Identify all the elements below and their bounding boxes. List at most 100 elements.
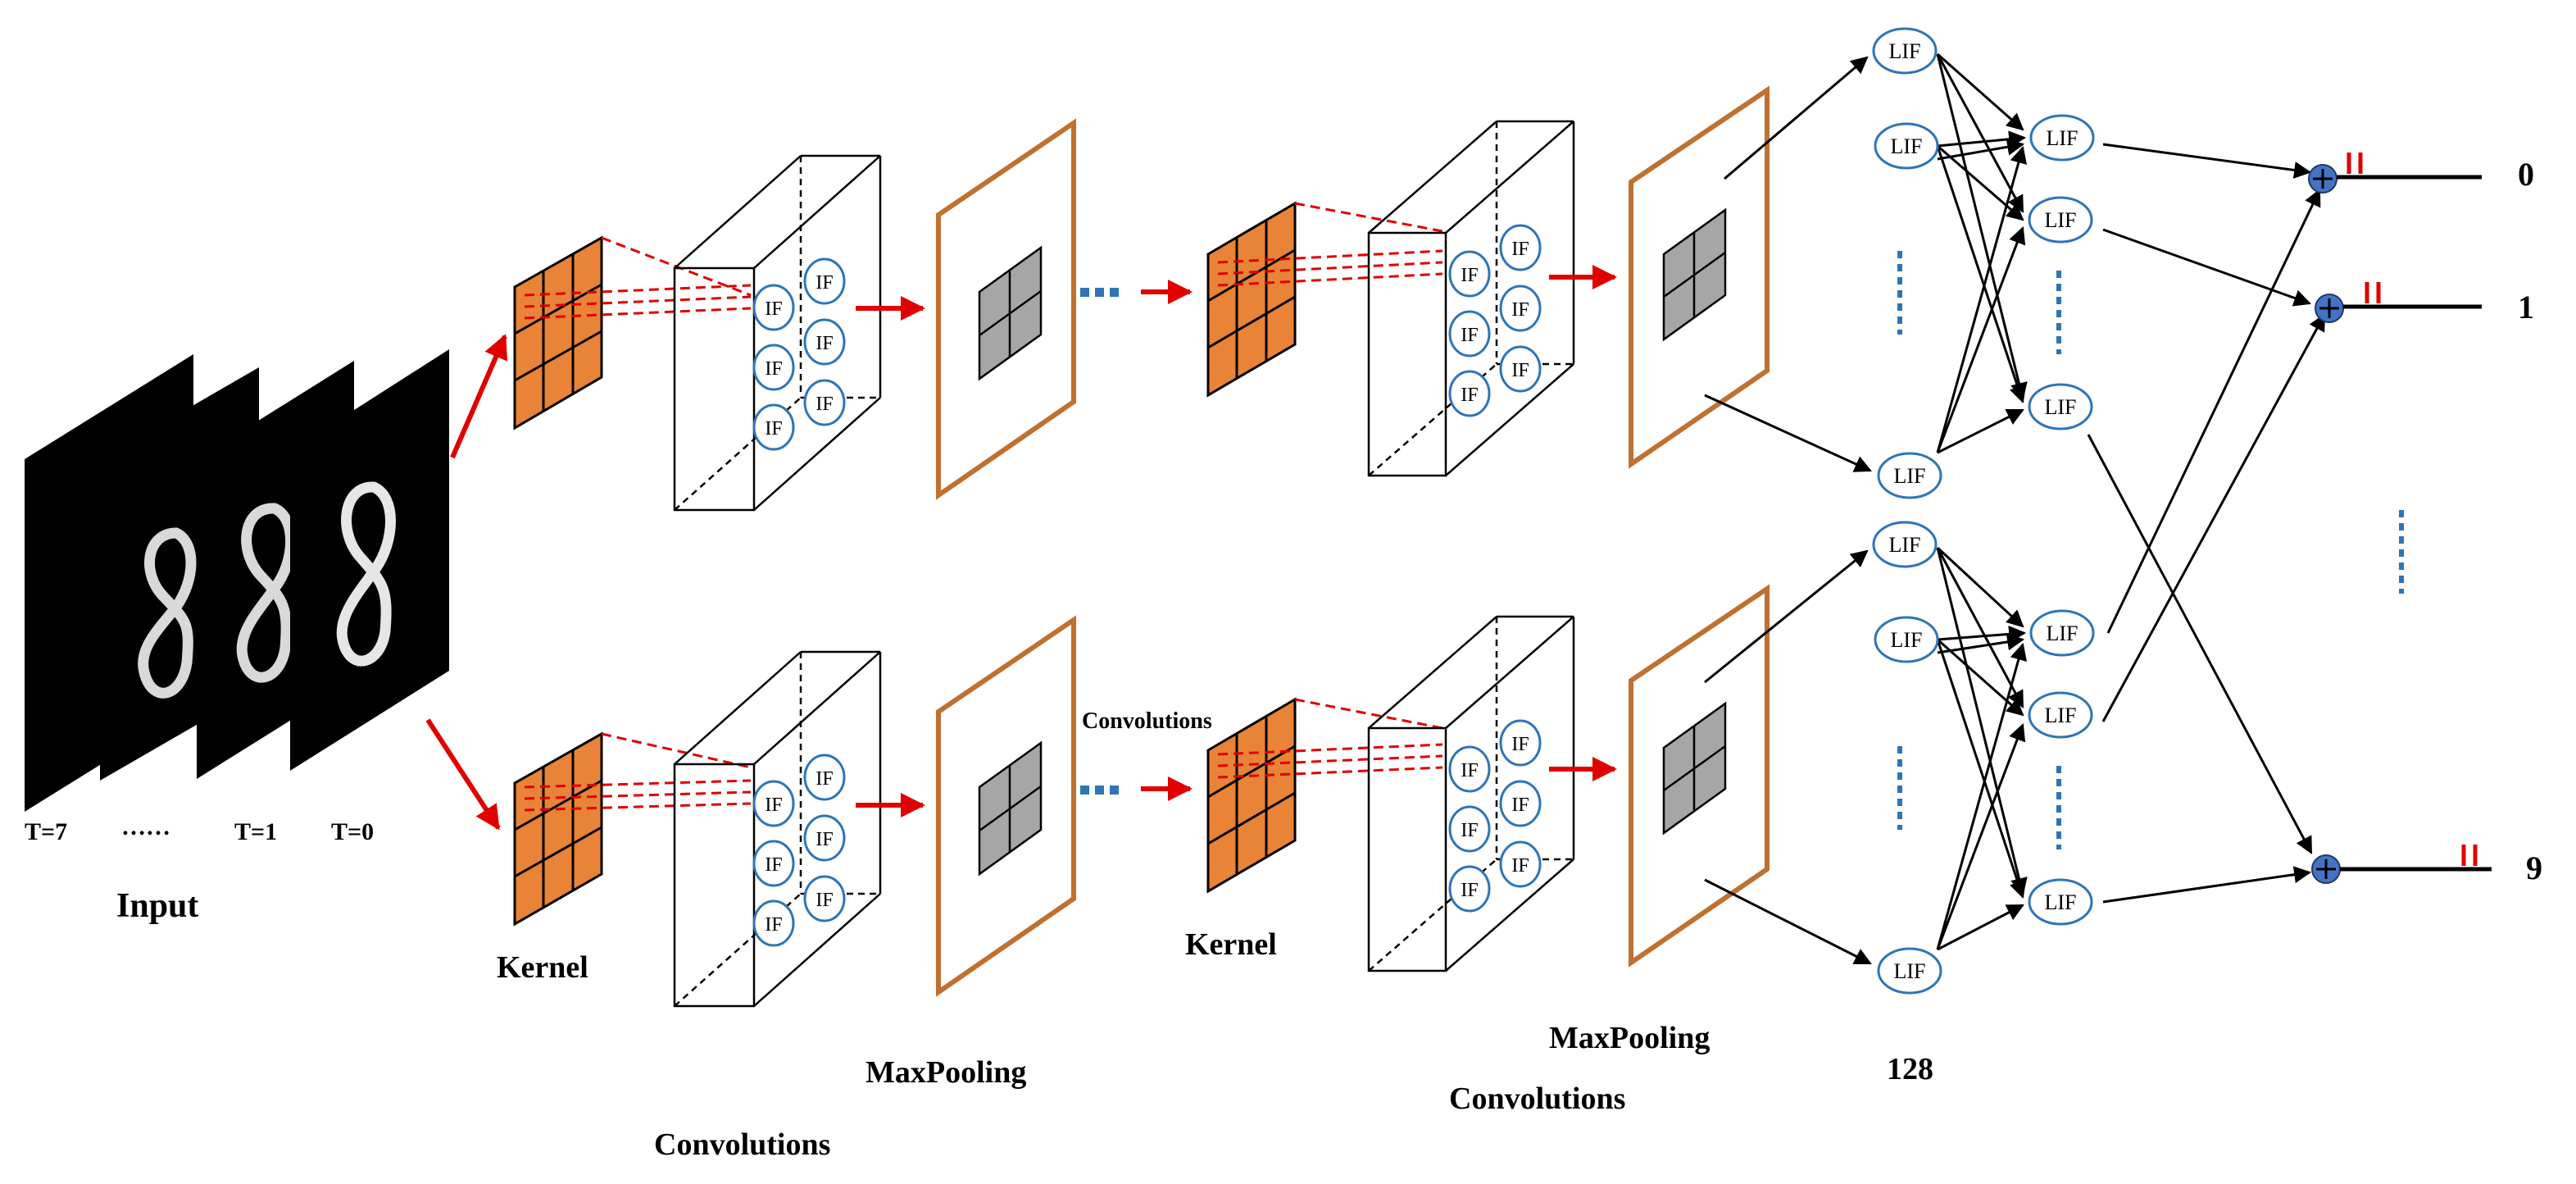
svg-text:LIF: LIF: [2045, 395, 2077, 419]
svg-text:IF: IF: [1511, 734, 1529, 755]
convolutions-label-mid: Convolutions: [1082, 708, 1212, 734]
lif-neuron: LIF: [1874, 616, 1939, 663]
svg-text:IF: IF: [816, 394, 833, 415]
if-neurons-bottom-2: IF IF IF IF IF IF: [1448, 719, 1542, 913]
svg-text:IF: IF: [1511, 855, 1529, 877]
ellipsis-dots-icon: [1080, 288, 1119, 297]
if-neuron: IF: [752, 403, 795, 451]
maxpooling-label-right: MaxPooling: [1549, 1021, 1710, 1055]
lif-neuron: LIF: [1872, 27, 1938, 75]
svg-text:IF: IF: [1461, 265, 1478, 286]
if-neuron: IF: [1448, 865, 1491, 913]
svg-text:IF: IF: [816, 272, 833, 294]
kernel-label-left: Kernel: [497, 950, 588, 985]
svg-text:IF: IF: [1511, 299, 1529, 321]
convolutions-label-left: Convolutions: [654, 1127, 830, 1162]
summation-node-icon: [2311, 854, 2341, 884]
lif-neuron: LIF: [1877, 947, 1942, 995]
svg-text:LIF: LIF: [1894, 959, 1926, 983]
output-label-0: 0: [2518, 156, 2534, 193]
if-neuron: IF: [1448, 310, 1491, 357]
maxpool-bottom-2: [1629, 584, 1770, 968]
kernel-projection-bottom-1: [524, 732, 752, 812]
if-neuron: IF: [803, 318, 846, 366]
if-neuron: IF: [752, 899, 795, 947]
if-neuron: IF: [1499, 345, 1542, 393]
kernel-label-mid: Kernel: [1185, 927, 1277, 962]
if-neuron: IF: [1448, 370, 1491, 417]
svg-text:IF: IF: [1461, 820, 1478, 841]
svg-text:IF: IF: [765, 854, 782, 876]
output-label-1: 1: [2518, 289, 2534, 326]
conv-box-top-2: [1367, 120, 1575, 477]
convolutions-label-right: Convolutions: [1449, 1082, 1625, 1116]
conv-box-bottom-1: [673, 650, 882, 1008]
kernel-bottom-2: [1206, 697, 1297, 894]
if-neuron: IF: [1448, 250, 1491, 298]
svg-text:LIF: LIF: [1891, 628, 1923, 652]
svg-text:IF: IF: [816, 768, 833, 790]
svg-text:LIF: LIF: [2045, 208, 2077, 232]
lif-layer-2: LIF LIF LIF LIF LIF LIF: [2028, 114, 2095, 926]
time-label-t7: T=7: [25, 818, 67, 845]
if-neuron: IF: [803, 379, 846, 426]
input-arrow-bottom: [425, 718, 501, 831]
output-label-9: 9: [2526, 849, 2542, 886]
if-neuron: IF: [752, 840, 795, 887]
if-neuron: IF: [1499, 719, 1542, 767]
svg-text:LIF: LIF: [1889, 533, 1921, 557]
maxpool-top-2: [1629, 85, 1770, 469]
summation-node-icon: [2315, 294, 2344, 323]
svg-text:IF: IF: [1511, 795, 1529, 816]
lif-neuron: LIF: [2029, 609, 2095, 657]
lif-neuron: LIF: [2028, 878, 2093, 926]
ellipsis-dots-icon: [1897, 251, 2404, 849]
svg-text:IF: IF: [1511, 239, 1529, 260]
if-neuron: IF: [803, 257, 846, 305]
lif-neuron: LIF: [1872, 521, 1938, 568]
spike-mark-icon: [2347, 153, 2363, 174]
if-neuron: IF: [1448, 805, 1491, 853]
spike-mark-icon: [2365, 282, 2381, 303]
svg-text:LIF: LIF: [1894, 464, 1926, 488]
if-neuron: IF: [752, 344, 795, 391]
svg-text:IF: IF: [816, 829, 833, 850]
lif-layer-1: LIF LIF LIF LIF LIF LIF: [1872, 27, 1942, 995]
kernel-bottom-1: [513, 731, 603, 927]
if-neuron: IF: [1499, 840, 1542, 888]
if-neuron: IF: [803, 814, 846, 862]
time-label-t1: T=1: [234, 818, 277, 845]
svg-text:LIF: LIF: [2045, 890, 2077, 914]
svg-text:LIF: LIF: [2047, 126, 2079, 150]
summation-node-icon: [2308, 164, 2337, 194]
svg-text:LIF: LIF: [1891, 134, 1923, 158]
svg-text:IF: IF: [1461, 760, 1478, 781]
svg-text:IF: IF: [816, 333, 833, 354]
svg-text:LIF: LIF: [1889, 39, 1921, 63]
lif-neuron: LIF: [2028, 691, 2093, 739]
lif-connections: [1704, 52, 2326, 965]
kernel-top-1: [513, 235, 603, 430]
conv-box-bottom-2: [1367, 615, 1575, 972]
lif-neuron: LIF: [2029, 114, 2095, 162]
maxpooling-label-left: MaxPooling: [865, 1055, 1026, 1090]
conv-box-top-1: [673, 154, 882, 512]
if-neuron: IF: [1448, 745, 1491, 793]
if-neuron: IF: [752, 284, 795, 331]
spike-mark-icon: [2461, 845, 2478, 866]
svg-text:IF: IF: [1461, 385, 1478, 406]
svg-text:IF: IF: [765, 795, 782, 816]
lif-neuron: LIF: [1874, 122, 1939, 170]
svg-text:IF: IF: [765, 418, 782, 439]
svg-text:IF: IF: [1511, 360, 1529, 381]
lif-neuron: LIF: [2028, 383, 2093, 430]
input-frame-t0: [290, 349, 449, 771]
svg-text:IF: IF: [1461, 325, 1478, 346]
svg-text:IF: IF: [816, 890, 833, 911]
kernel-top-2: [1206, 201, 1297, 398]
time-label-t0: T=0: [331, 818, 374, 845]
input-frames: [25, 349, 449, 812]
maxpool-bottom-1: [936, 615, 1076, 997]
if-neuron: IF: [752, 780, 795, 827]
